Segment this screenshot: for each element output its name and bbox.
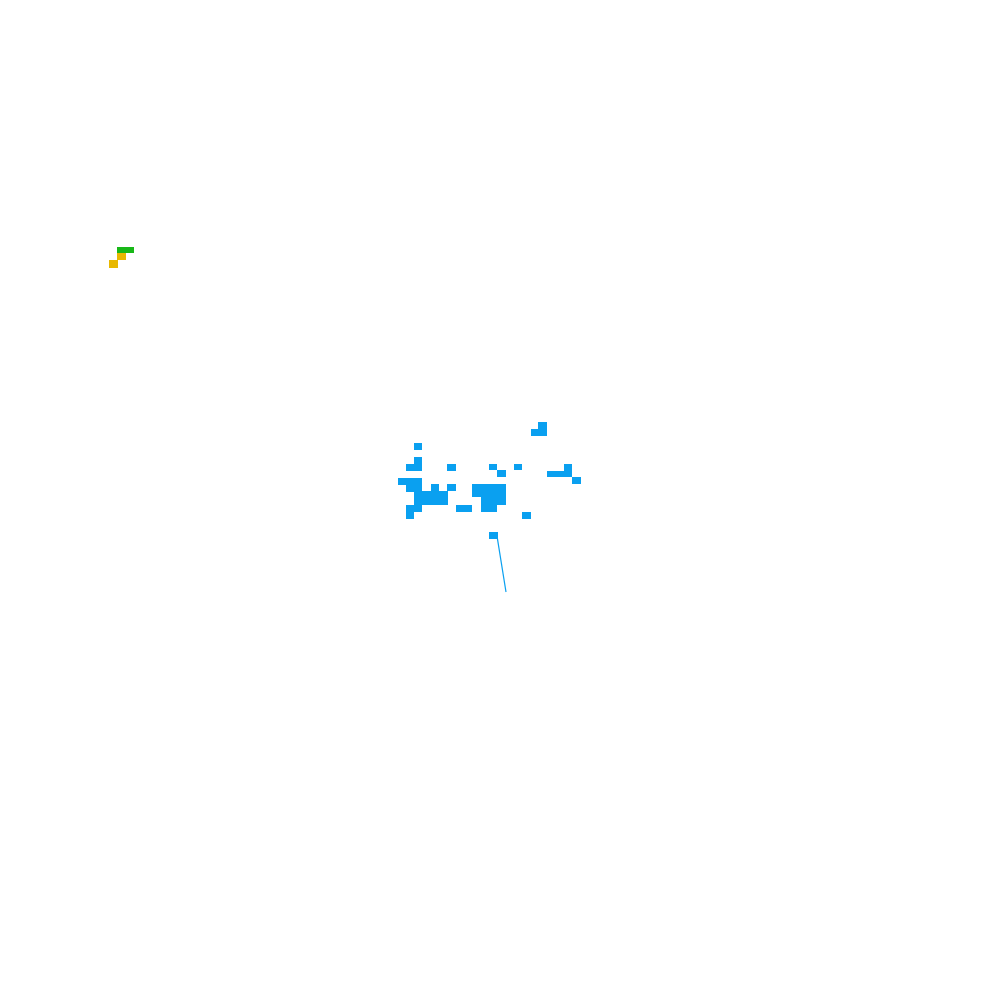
cluster-block	[497, 470, 506, 477]
marker-green-block	[117, 247, 134, 253]
cluster-block	[481, 505, 497, 512]
cluster-block	[472, 484, 506, 492]
cluster-block	[447, 484, 456, 491]
cluster-block	[489, 532, 498, 539]
cluster-block	[414, 457, 422, 464]
cluster-block	[564, 464, 572, 471]
cluster-block	[481, 497, 506, 505]
cluster-block	[431, 484, 439, 491]
cluster-block	[414, 497, 448, 505]
tether-line	[496, 535, 507, 593]
cluster-block	[538, 422, 547, 430]
cluster-block	[406, 484, 422, 492]
cluster-block	[472, 491, 506, 497]
marker-yellow-block	[109, 260, 118, 268]
cluster-block	[531, 429, 547, 436]
tether-line-segment	[496, 535, 507, 593]
cluster-block	[522, 512, 531, 519]
cluster-block	[547, 471, 572, 477]
main-cluster	[398, 422, 581, 539]
cluster-block	[572, 477, 581, 484]
cluster-block	[489, 464, 497, 470]
cluster-block	[514, 464, 522, 470]
cluster-block	[447, 464, 456, 471]
cluster-block	[398, 478, 422, 485]
cluster-block	[406, 464, 422, 471]
cluster-block	[406, 512, 414, 519]
corner-marker	[109, 247, 134, 268]
cluster-block	[414, 491, 448, 497]
cluster-block	[414, 443, 422, 450]
marker-yellow-block	[117, 253, 126, 260]
cluster-block	[406, 505, 422, 512]
cluster-block	[456, 505, 472, 512]
